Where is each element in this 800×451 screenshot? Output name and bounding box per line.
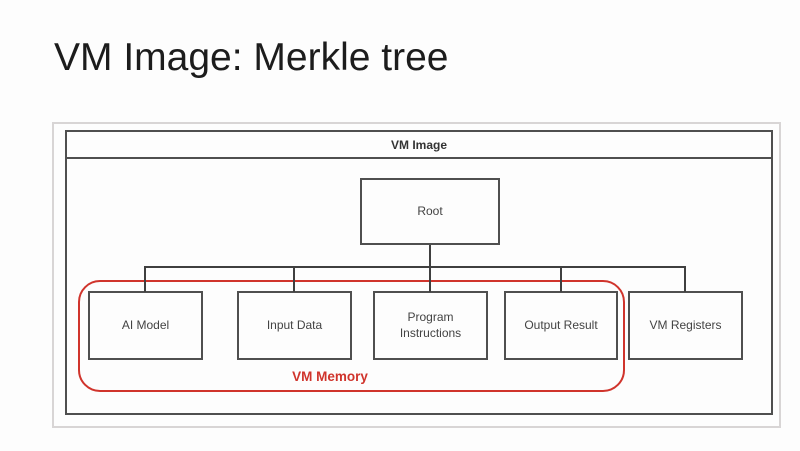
node-output-result: Output Result <box>504 291 618 360</box>
node-vm-registers: VM Registers <box>628 291 743 360</box>
connector-input-data <box>293 266 295 292</box>
node-root-label: Root <box>417 203 443 218</box>
connector-bus <box>145 266 686 268</box>
connector-root-to-program <box>429 245 431 292</box>
vm-memory-label: VM Memory <box>292 369 368 384</box>
slide-title: VM Image: Merkle tree <box>54 36 449 79</box>
connector-vm-registers <box>684 266 686 292</box>
diagram-outer-frame <box>52 122 781 428</box>
vm-image-frame-label: VM Image <box>390 137 447 152</box>
connector-output-result <box>560 266 562 292</box>
vm-image-frame: VM Image <box>65 130 773 415</box>
node-output-result-label: Output Result <box>524 317 598 332</box>
node-program-instructions-label: Program Instructions <box>399 309 462 340</box>
connector-ai-model <box>144 266 146 292</box>
node-ai-model: AI Model <box>88 291 203 360</box>
vm-image-frame-titlebar: VM Image <box>67 132 771 159</box>
node-input-data: Input Data <box>237 291 352 360</box>
node-ai-model-label: AI Model <box>121 317 170 332</box>
node-root: Root <box>360 178 500 245</box>
node-program-instructions: Program Instructions <box>373 291 488 360</box>
vm-memory-outline <box>78 280 625 392</box>
node-input-data-label: Input Data <box>266 317 323 332</box>
node-vm-registers-label: VM Registers <box>649 317 722 332</box>
